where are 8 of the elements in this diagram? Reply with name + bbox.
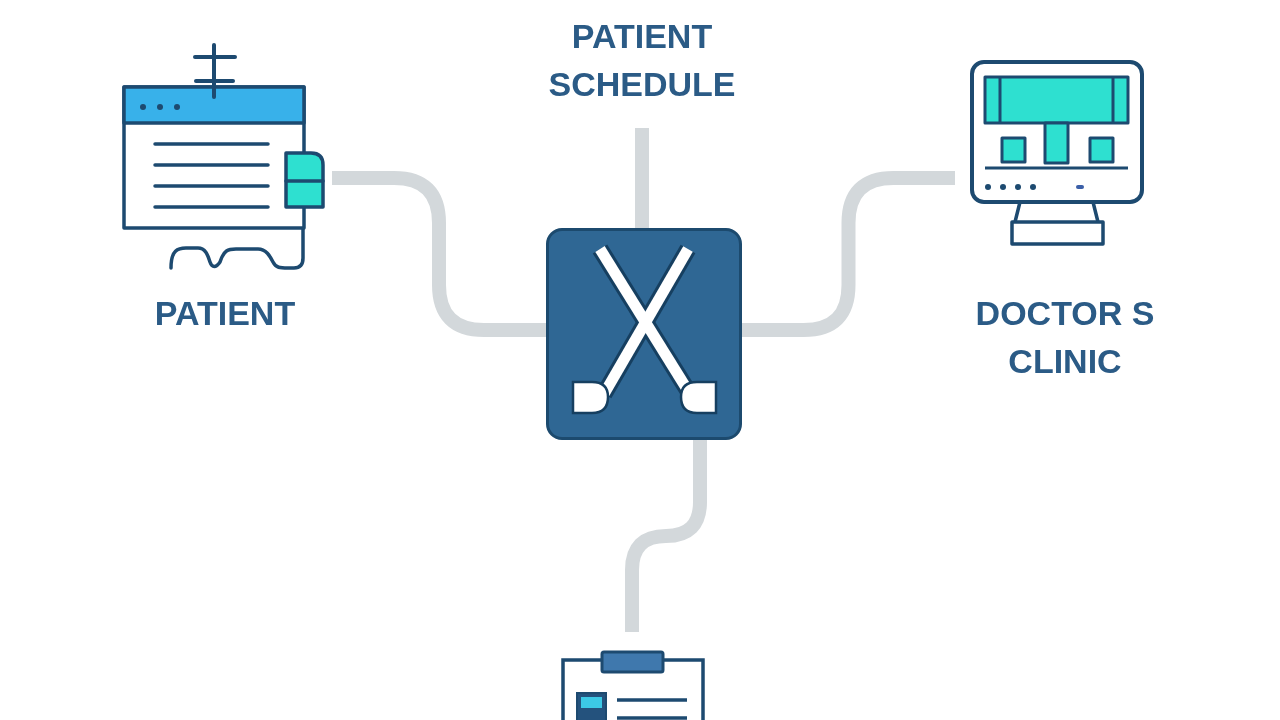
node-label: PATIENT — [154, 293, 296, 334]
connector-line — [742, 171, 955, 337]
connector-line — [625, 440, 707, 632]
node-label: PATIENT SCHEDULE — [547, 16, 737, 105]
node-label: DOCTOR S CLINIC — [974, 293, 1156, 382]
connector-line — [635, 128, 649, 228]
connector-line — [332, 171, 546, 337]
tool-tile — [546, 228, 742, 440]
